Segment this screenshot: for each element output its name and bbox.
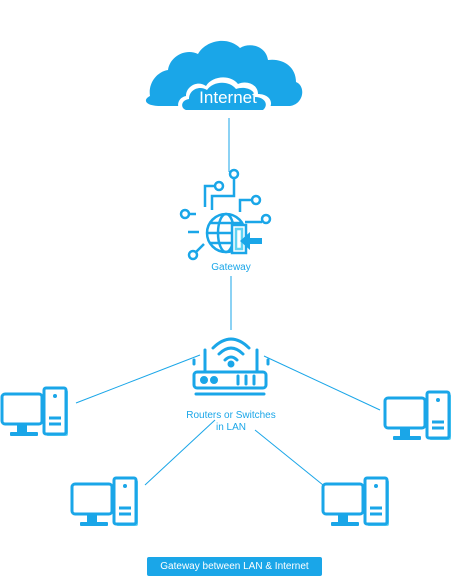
line-router-pc-right	[263, 355, 381, 411]
diagram-caption: Gateway between LAN & Internet	[147, 557, 322, 576]
router-label-line1: Routers or Switches	[186, 410, 276, 421]
gateway-globe-icon	[179, 168, 272, 261]
desktop-computer-icon	[321, 476, 389, 526]
router-label-line2: in LAN	[215, 422, 246, 433]
internet-label: Internet	[199, 88, 257, 107]
cloud-icon	[145, 40, 303, 112]
gateway-arrow-icon	[240, 232, 262, 250]
desktop-computer-icon	[70, 476, 138, 526]
desktop-computer-icon	[0, 386, 68, 436]
connector-lines	[75, 118, 381, 486]
line-router-pc-bottom-left	[144, 419, 216, 486]
line-router-pc-bottom-right	[254, 429, 324, 486]
line-router-pc-left	[75, 354, 201, 404]
gateway-label: Gateway	[211, 262, 251, 273]
desktop-computer-icon	[383, 390, 451, 440]
wifi-router-icon	[192, 337, 270, 396]
